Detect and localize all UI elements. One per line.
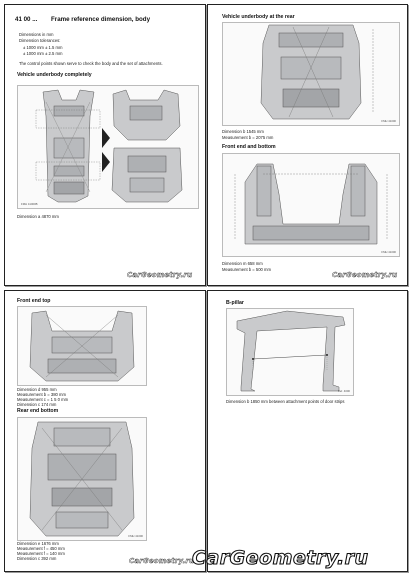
figure-ref-2: FMH 41000 xyxy=(381,250,396,254)
page-watermark: CarGeometry.ru xyxy=(127,271,193,279)
b-pillar-figure: Ref. 4000 xyxy=(226,308,354,396)
underbody-drawing xyxy=(18,86,198,208)
heading: B-pillar xyxy=(226,300,244,306)
figure-ref: FMH 41000B xyxy=(21,202,38,206)
dimension-text: Dimension m 658 mm xyxy=(222,261,263,266)
dimension-text: Dimension b 1545 mm xyxy=(222,129,264,134)
document-page-2: Vehicle underbody at the rear FMH 41000 … xyxy=(207,4,408,286)
measurement-text: Measurement b = 380 mm xyxy=(17,392,66,397)
figure-ref: Ref. 4000 xyxy=(337,389,350,393)
site-watermark: CarGeometry.ru xyxy=(191,546,369,569)
figure-ref: FMH 41000 xyxy=(128,534,143,538)
measurement-text: Measurement c = 1 5 0 mm xyxy=(17,397,69,402)
document-page-4: B-pillar Ref. 4000 Dimension b 1850 mm b… xyxy=(207,290,408,572)
heading-bottom: Rear end bottom xyxy=(17,408,59,414)
text-line: ± 1000 mm ± 2.5 mm xyxy=(23,51,63,56)
dimension-note: Dimension b 1850 mm between attachment p… xyxy=(226,399,345,404)
front-top-drawing xyxy=(18,307,146,385)
heading-top: Vehicle underbody at the rear xyxy=(222,14,295,20)
document-page-3: Front end top Dimension d 955 mm Measure… xyxy=(4,290,206,572)
control-note: The control points shown serve to check … xyxy=(19,61,163,66)
measurement-text: Measurement f = 140 mm xyxy=(17,551,65,556)
measurement-text: Measurement b = 2075 mm xyxy=(222,135,274,140)
measurement-text: Measurement b = 500 mm xyxy=(222,267,271,272)
page-watermark: CarGeometry.ru xyxy=(332,271,398,279)
page-title: Frame reference dimension, body xyxy=(51,16,151,23)
b-pillar-drawing xyxy=(227,309,353,395)
dimension-text: Dimension d 955 mm xyxy=(17,387,57,392)
rear-underbody-drawing xyxy=(223,23,399,125)
text-line: ± 1000 mm ± 1.5 mm xyxy=(23,45,63,50)
dimension-text: Dimension a 4870 mm xyxy=(17,214,59,219)
front-end-drawing xyxy=(223,154,399,256)
subheading: Vehicle underbody completely xyxy=(17,72,92,78)
dimension-text: Dimension c 392 mm xyxy=(17,556,57,561)
section-number: 41 00 ... xyxy=(15,16,38,23)
figure-ref: FMH 41000 xyxy=(381,119,396,123)
text-line: Dimension tolerances: xyxy=(19,38,61,43)
front-top-figure xyxy=(17,306,147,386)
front-end-figure: FMH 41000 xyxy=(222,153,400,257)
dimension-text: Dimension e 1676 mm xyxy=(17,541,59,546)
heading-top: Front end top xyxy=(17,298,51,304)
page-watermark: CarGeometry.ru xyxy=(129,557,195,565)
document-page-1: 41 00 ... Frame reference dimension, bod… xyxy=(4,4,206,286)
rear-bottom-figure: FMH 41000 xyxy=(17,417,147,541)
heading-front: Front end and bottom xyxy=(222,144,276,150)
measurement-text: Measurement f = 450 mm xyxy=(17,546,65,551)
rear-underbody-figure: FMH 41000 xyxy=(222,22,400,126)
text-line: Dimensions in mm xyxy=(19,32,54,37)
dimension-text: Dimension c 174 mm xyxy=(17,402,57,407)
underbody-figure: FMH 41000B xyxy=(17,85,199,209)
rear-bottom-drawing xyxy=(18,418,146,540)
